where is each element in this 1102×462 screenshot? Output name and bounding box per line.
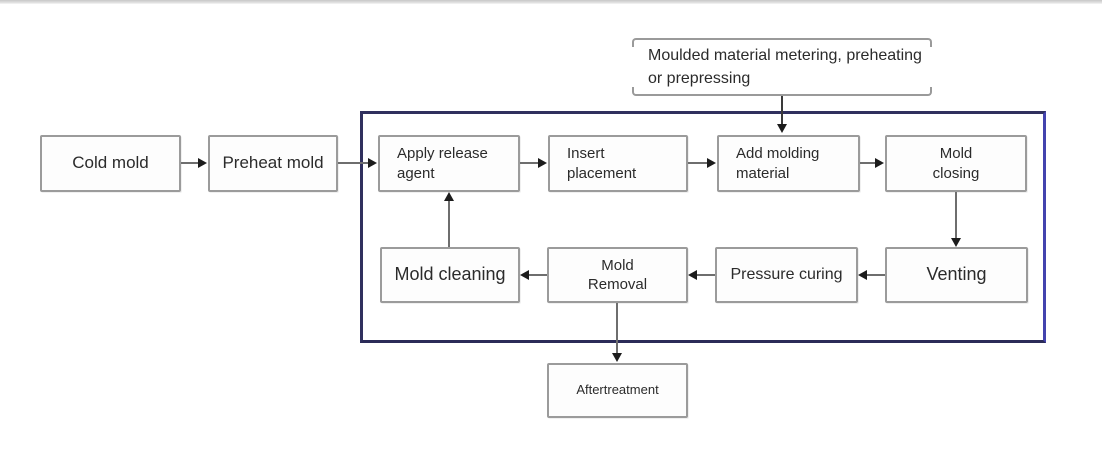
connector-preheat-to-apply-line <box>338 162 370 164</box>
node-mold-closing: Mold closing <box>885 135 1027 192</box>
connector-cleaning-to-apply-arrowhead <box>444 192 454 201</box>
top-border-strip <box>0 0 1102 4</box>
connector-apply-to-insert-arrowhead <box>538 158 547 168</box>
node-label: Aftertreatment <box>576 382 659 398</box>
node-label: Mold closing <box>932 145 980 182</box>
process-boundary-box <box>360 111 1046 343</box>
node-insert-placement: Insert placement <box>548 135 688 192</box>
metering-note-bracket-bottom <box>632 87 932 96</box>
node-label: Venting <box>926 264 987 285</box>
connector-pressure-to-removal-arrowhead <box>688 270 697 280</box>
connector-removal-to-after-arrowhead <box>612 353 622 362</box>
node-mold-cleaning: Mold cleaning <box>380 247 520 303</box>
node-label: Mold cleaning <box>394 264 506 285</box>
connector-cleaning-to-apply-line <box>448 201 450 247</box>
node-label: Mold Removal <box>587 256 648 294</box>
connector-venting-to-pressure-line <box>867 274 885 276</box>
connector-pressure-to-removal-line <box>697 274 715 276</box>
node-label: Cold mold <box>72 153 149 173</box>
connector-closing-to-venting-arrowhead <box>951 238 961 247</box>
connector-removal-to-cleaning-arrowhead <box>520 270 529 280</box>
connector-cold-to-preheat-line <box>181 162 201 164</box>
node-label: Preheat mold <box>222 153 324 173</box>
connector-removal-to-after-line <box>616 303 618 355</box>
connector-preheat-to-apply-arrowhead <box>368 158 377 168</box>
node-pressure-curing: Pressure curing <box>715 247 858 303</box>
node-preheat-mold: Preheat mold <box>208 135 338 192</box>
connector-cold-to-preheat-arrowhead <box>198 158 207 168</box>
node-label: Apply release agent <box>397 145 488 182</box>
connector-insert-to-addmat-arrowhead <box>707 158 716 168</box>
node-label: Pressure curing <box>730 265 843 283</box>
node-add-molding-material: Add molding material <box>717 135 860 192</box>
connector-insert-to-addmat-line <box>688 162 710 164</box>
connector-venting-to-pressure-arrowhead <box>858 270 867 280</box>
connector-apply-to-insert-line <box>520 162 541 164</box>
node-aftertreatment: Aftertreatment <box>547 363 688 418</box>
connector-note-to-addmat-arrowhead <box>777 124 787 133</box>
metering-note-bracket-top <box>632 38 932 47</box>
node-cold-mold: Cold mold <box>40 135 181 192</box>
connector-removal-to-cleaning-line <box>529 274 547 276</box>
connector-closing-to-venting-line <box>955 192 957 240</box>
node-mold-removal: Mold Removal <box>547 247 688 303</box>
connector-addmat-to-closing-line <box>860 162 878 164</box>
node-label: Insert placement <box>567 145 637 182</box>
node-metering-note: Moulded material metering, preheating or… <box>648 47 922 87</box>
connector-addmat-to-closing-arrowhead <box>875 158 884 168</box>
node-apply-release-agent: Apply release agent <box>378 135 520 192</box>
node-venting: Venting <box>885 247 1028 303</box>
node-label: Add molding material <box>736 145 820 182</box>
connector-note-to-addmat-line <box>781 96 783 126</box>
